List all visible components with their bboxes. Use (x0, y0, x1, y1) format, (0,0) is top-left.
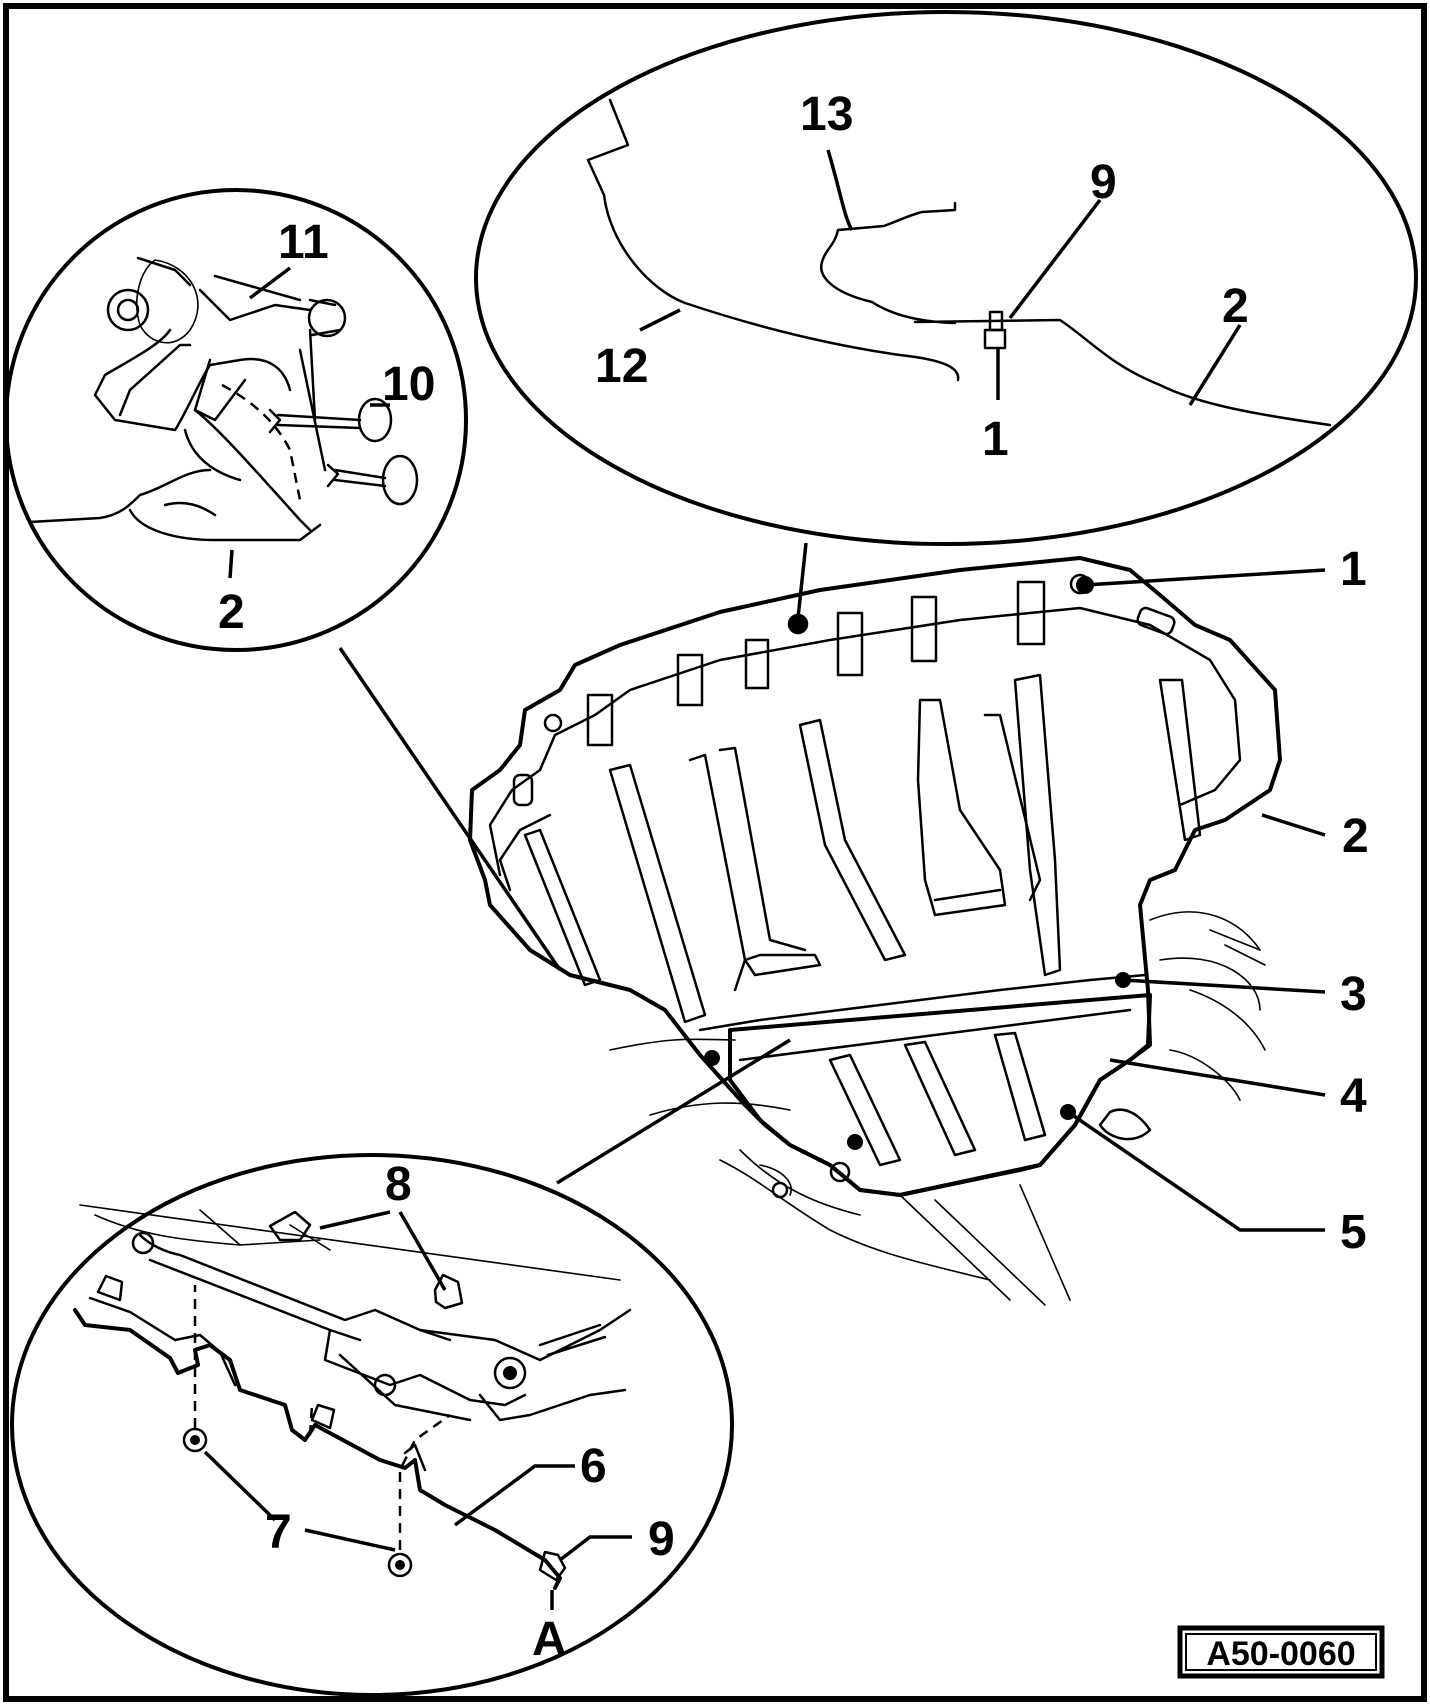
callout-1: 1 (982, 413, 1009, 466)
callout-2: 2 (1342, 810, 1369, 863)
callout-13: 13 (800, 88, 853, 141)
bolt-icon (789, 616, 807, 634)
detail-view-bottom (10, 1038, 791, 1697)
main-shield-assembly (468, 556, 1282, 1306)
callout-6: 6 (580, 1440, 607, 1493)
bolt-icon (395, 1560, 405, 1570)
callout-9: 9 (648, 1513, 675, 1566)
figure-code-tag: A50-0060 (1177, 1625, 1385, 1679)
bolt-icon (503, 1366, 517, 1380)
detail-view-top (474, 10, 1418, 619)
figure-code: A50-0060 (1206, 1635, 1355, 1673)
callout-12: 12 (595, 340, 648, 393)
callout-A: A (532, 1613, 567, 1666)
callout-7: 7 (265, 1506, 292, 1559)
callout-5: 5 (1340, 1206, 1367, 1259)
figure-frame (3, 3, 1427, 1702)
callout-9: 9 (1090, 156, 1117, 209)
bolt-icon (190, 1435, 200, 1445)
callout-2: 2 (218, 586, 245, 639)
callout-1: 1 (1340, 543, 1367, 596)
callout-10: 10 (382, 358, 435, 411)
main-leaders (1067, 568, 1326, 1232)
detail-view-left (4, 188, 562, 971)
callout-4: 4 (1340, 1070, 1367, 1123)
callout-2: 2 (1222, 280, 1249, 333)
callout-3: 3 (1340, 968, 1367, 1021)
callout-labels: 13 9 2 12 1 11 10 2 1 2 3 4 5 8 6 7 9 A (218, 88, 1369, 1666)
bolt-icon (847, 1134, 863, 1150)
bolt-icon (704, 1050, 720, 1066)
callout-11: 11 (278, 216, 329, 269)
callout-8: 8 (385, 1158, 412, 1211)
